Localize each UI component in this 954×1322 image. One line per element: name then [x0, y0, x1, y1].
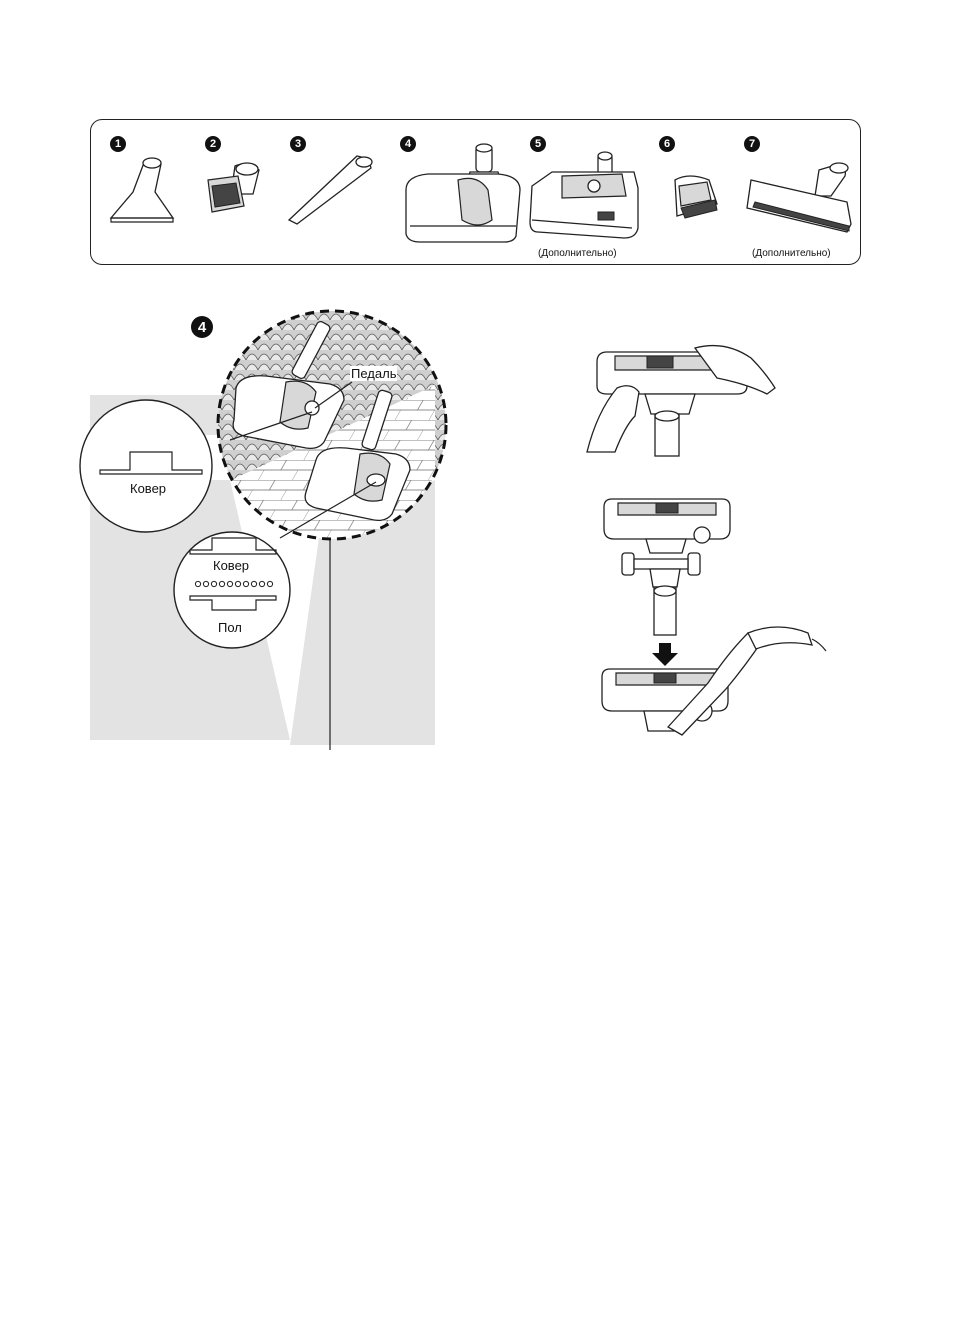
- brush-nozzle-icon: [200, 158, 270, 228]
- accessory-5-optional-note: (Дополнительно): [538, 248, 617, 259]
- carpet-label: Ковер: [130, 481, 166, 496]
- floor-brush-icon: [400, 142, 525, 247]
- parquet-brush-icon: [745, 160, 857, 242]
- turbo-brush-attached-illustration: [598, 625, 828, 740]
- floor-label: Пол: [218, 620, 242, 635]
- accessory-7-optional-note: (Дополнительно): [752, 248, 831, 259]
- accessory-number-2: 2: [205, 136, 221, 152]
- accessory-number-7: 7: [744, 136, 760, 152]
- carpet-label-2: Ковер: [213, 558, 249, 573]
- turbo-brush-icon: [528, 150, 643, 245]
- crevice-tool-icon: [285, 152, 380, 232]
- accessory-number-6: 6: [659, 136, 675, 152]
- upholstery-nozzle-icon: [105, 155, 175, 230]
- accessory-number-3: 3: [290, 136, 306, 152]
- mini-brush-icon: [665, 172, 725, 227]
- pedal-label: Педаль: [350, 366, 397, 381]
- turbo-brush-detached-illustration: [600, 495, 735, 640]
- accessory-number-1: 1: [110, 136, 126, 152]
- turbo-brush-hands-illustration: [585, 340, 785, 465]
